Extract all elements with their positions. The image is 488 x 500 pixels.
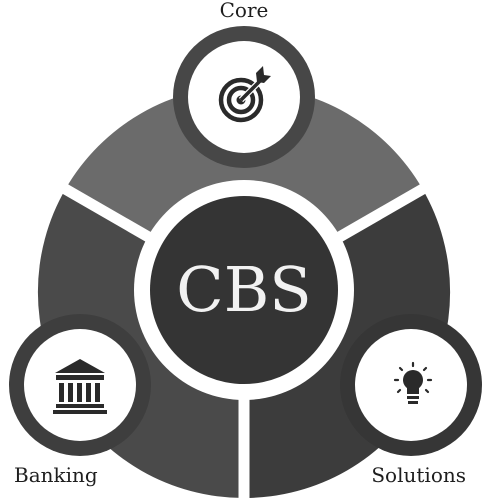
- label-core: Core: [220, 0, 269, 22]
- label-solutions: Solutions: [371, 463, 466, 487]
- bank-building-icon: [53, 359, 107, 414]
- center-hub-disc: [150, 196, 338, 384]
- target-icon: [218, 66, 271, 123]
- label-banking: Banking: [14, 463, 98, 487]
- center-hub: CBS: [134, 180, 354, 400]
- center-label: CBS: [176, 253, 311, 326]
- node-banking: [9, 314, 151, 456]
- lightbulb-icon: [393, 361, 433, 404]
- node-solutions: [340, 314, 482, 456]
- node-core: [173, 26, 315, 168]
